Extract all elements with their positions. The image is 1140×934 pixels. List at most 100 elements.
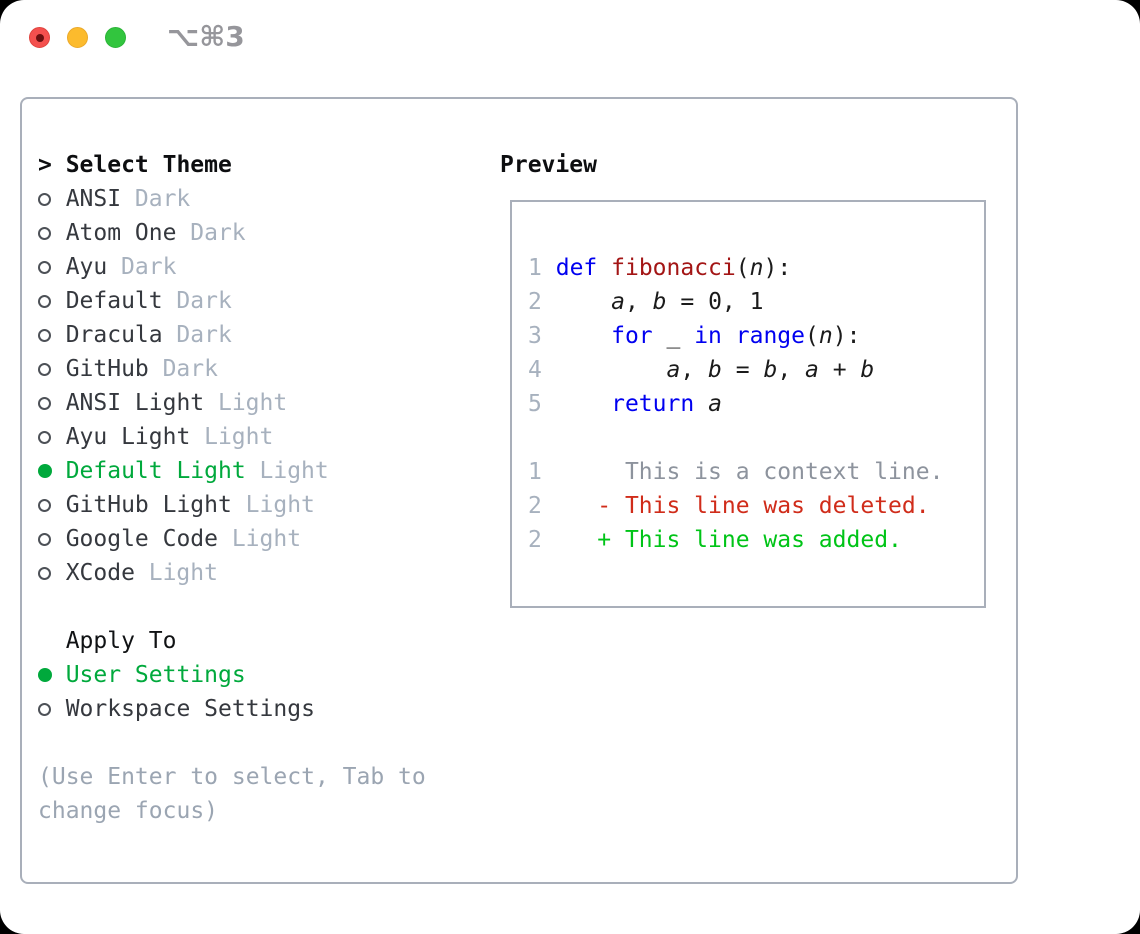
code-token: in	[694, 323, 722, 349]
theme-variant-tag: Dark	[176, 288, 232, 314]
code-token: n	[818, 323, 833, 349]
option-label: User Settings	[65, 662, 246, 688]
radio-circle	[38, 328, 51, 342]
radio-circle	[38, 668, 52, 682]
code-token: n	[749, 255, 764, 281]
theme-variant-tag: Light	[204, 424, 274, 450]
radio-icon	[38, 192, 66, 206]
code-line: 4 a, b = b, a + b	[528, 353, 984, 387]
radio-circle	[38, 260, 51, 274]
radio-icon	[38, 328, 66, 342]
line-number: 5	[528, 391, 542, 417]
radio-circle	[38, 566, 51, 580]
apply-to-header-label: Apply To	[65, 628, 177, 654]
code-token: (	[735, 255, 750, 281]
code-token	[542, 357, 667, 383]
line-number: 2	[528, 493, 542, 519]
option-label: Google Code	[65, 526, 219, 552]
code-line: 1 def fibonacci(n):	[528, 251, 984, 285]
code-token	[542, 289, 611, 315]
radio-icon	[38, 260, 66, 274]
option-label: Default Light	[65, 458, 246, 484]
theme-option-ansi-light[interactable]: ANSI Light Light	[38, 386, 426, 420]
option-label: GitHub Light	[65, 492, 232, 518]
help-text-line: change focus)	[38, 798, 219, 824]
option-label: Ayu	[65, 254, 108, 280]
code-token: _	[652, 323, 695, 349]
radio-circle	[38, 464, 52, 478]
minimize-button[interactable]	[67, 27, 88, 48]
radio-circle	[38, 294, 51, 308]
line-number: 3	[528, 323, 542, 349]
focus-caret-icon: >	[38, 152, 52, 178]
close-button[interactable]	[29, 27, 50, 48]
theme-variant-tag: Light	[231, 526, 302, 552]
code-token: b	[708, 357, 722, 383]
code-token	[542, 323, 611, 349]
code-token: b	[860, 357, 875, 383]
code-token: - This line was deleted.	[541, 493, 930, 519]
option-label: ANSI Light	[65, 390, 205, 416]
theme-option-atom-one[interactable]: Atom One Dark	[38, 216, 426, 250]
code-token	[722, 323, 736, 349]
select-theme-header: > Select Theme	[38, 148, 426, 182]
code-line: 3 for _ in range(n):	[528, 319, 984, 353]
radio-circle	[38, 362, 51, 376]
code-token: a	[708, 391, 722, 417]
option-label: ANSI	[65, 186, 122, 212]
code-token	[694, 391, 708, 417]
code-token: ,	[624, 289, 653, 315]
radio-circle	[38, 702, 51, 716]
option-label: Default	[65, 288, 163, 314]
section-gap	[38, 726, 426, 760]
help-text-line: (Use Enter to select, Tab to	[38, 764, 426, 790]
code-token: (	[805, 323, 819, 349]
select-theme-header-label: Select Theme	[65, 152, 232, 178]
code-token: b	[652, 289, 667, 315]
code-token	[542, 255, 556, 281]
code-token: ):	[832, 323, 861, 349]
radio-circle	[38, 192, 51, 206]
apply-option-workspace-settings[interactable]: Workspace Settings	[38, 692, 426, 726]
radio-icon	[38, 566, 66, 580]
code-token: ,	[777, 357, 806, 383]
theme-variant-tag: Light	[217, 390, 288, 416]
radio-circle	[38, 532, 51, 546]
option-label: Atom One	[65, 220, 177, 246]
line-number: 4	[528, 357, 542, 383]
code-token: = 0, 1	[666, 289, 764, 315]
theme-option-google-code[interactable]: Google Code Light	[38, 522, 426, 556]
code-token: fibonacci	[611, 255, 736, 281]
line-number: 1	[528, 255, 542, 281]
apply-option-user-settings[interactable]: User Settings	[38, 658, 426, 692]
code-token: =	[721, 357, 764, 383]
code-token: return	[611, 391, 695, 417]
code-line: 2 + This line was added.	[528, 523, 984, 557]
theme-option-default[interactable]: Default Dark	[38, 284, 426, 318]
code-token: a	[805, 357, 819, 383]
option-label: GitHub	[65, 356, 149, 382]
line-number: 2	[528, 289, 542, 315]
line-number: 2	[528, 527, 542, 553]
theme-variant-tag: Dark	[190, 220, 246, 246]
close-dot-icon	[35, 33, 44, 42]
code-line: 2 a, b = 0, 1	[528, 285, 984, 319]
radio-icon	[38, 294, 66, 308]
code-line: 1 This is a context line.	[528, 455, 984, 489]
zoom-button[interactable]	[105, 27, 126, 48]
preview-header-label: Preview	[500, 152, 597, 178]
code-token: ):	[763, 255, 792, 281]
